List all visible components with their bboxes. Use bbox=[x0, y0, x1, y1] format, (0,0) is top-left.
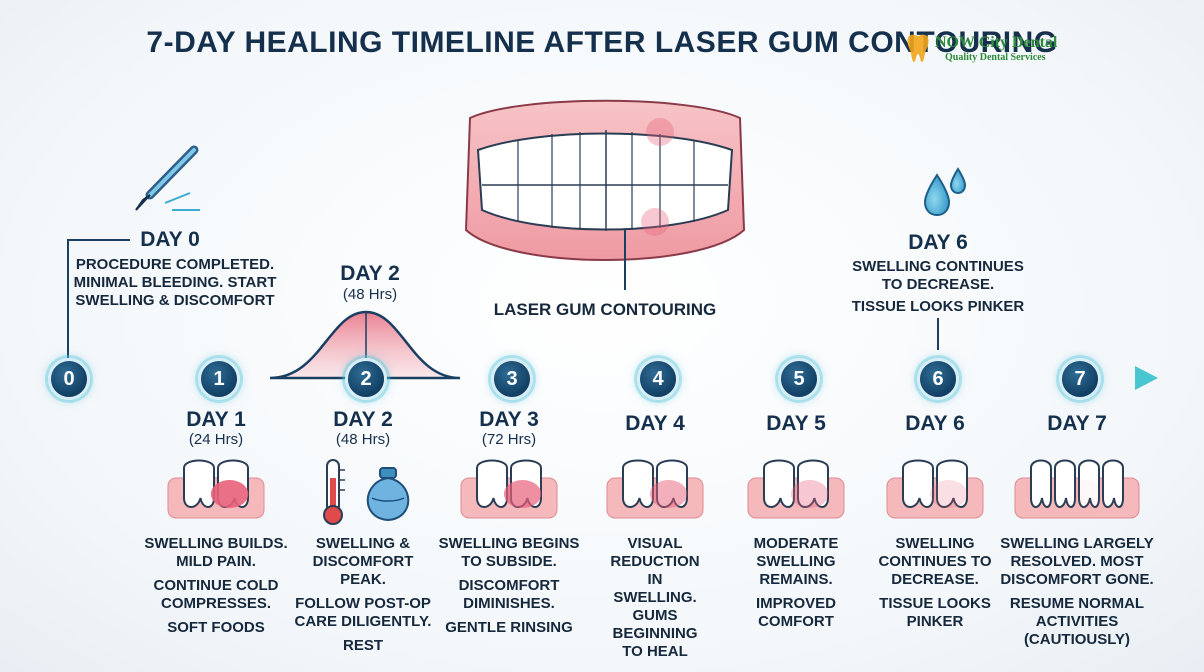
day-hours: (48 Hrs) bbox=[335, 431, 391, 448]
timeline-node-2: 2 bbox=[345, 358, 387, 400]
day6-above-line1: SWELLING CONTINUES TO DECREASE. bbox=[852, 258, 1024, 293]
swelling-highlight bbox=[210, 480, 249, 508]
water-drops-icon bbox=[923, 167, 967, 217]
tooth-icon bbox=[797, 459, 829, 508]
timeline-node-6: 6 bbox=[917, 358, 959, 400]
logo-tagline: Quality Dental Services bbox=[945, 52, 1046, 63]
thermometer-icon bbox=[323, 459, 345, 525]
day-title: DAY 6 bbox=[905, 412, 965, 435]
day-title: DAY 4 bbox=[625, 412, 685, 435]
day2-peak-hours: (48 Hrs) bbox=[342, 286, 398, 303]
timeline-node-4: 4 bbox=[637, 358, 679, 400]
day-description: SWELLING BEGINS TO SUBSIDE. DISCOMFORT DI… bbox=[435, 535, 583, 637]
day-description-line: VISUAL REDUCTION IN SWELLING. GUMS BEGIN… bbox=[610, 535, 700, 660]
tooth-icon bbox=[1054, 459, 1076, 508]
tooth-icon bbox=[476, 459, 508, 508]
ice-pack-icon bbox=[366, 467, 410, 522]
swelling-highlight bbox=[503, 480, 542, 508]
day0-text: PROCEDURE COMPLETED. MINIMAL BLEEDING. S… bbox=[73, 256, 277, 309]
day-title: DAY 1 bbox=[186, 408, 246, 431]
day-description-line: DISCOMFORT DIMINISHES. bbox=[458, 577, 560, 612]
day-title: DAY 2 bbox=[333, 408, 393, 431]
tooth-icon bbox=[936, 459, 968, 508]
day-description: SWELLING CONTINUES TO DECREASE. TISSUE LO… bbox=[870, 535, 1000, 631]
day-description-line: REST bbox=[342, 637, 383, 654]
tooth-icon bbox=[1078, 459, 1100, 508]
day6-above-line2: TISSUE LOOKS PINKER bbox=[851, 298, 1025, 315]
timeline-node-7: 7 bbox=[1059, 358, 1101, 400]
day-description-line: SWELLING CONTINUES TO DECREASE. bbox=[878, 535, 992, 588]
day-description-line: IMPROVED COMFORT bbox=[755, 595, 836, 630]
day-description-line: MODERATE SWELLING REMAINS. bbox=[753, 535, 839, 588]
logo-name: NOW City Dental bbox=[935, 34, 1058, 51]
teeth-icon bbox=[464, 99, 746, 290]
day-description-line: CONTINUE COLD COMPRESSES. bbox=[153, 577, 279, 612]
tooth-icon bbox=[622, 459, 654, 508]
swelling-highlight bbox=[929, 480, 968, 508]
scalpel-icon bbox=[135, 145, 200, 211]
day-hours: (24 Hrs) bbox=[188, 431, 244, 448]
day0-title: DAY 0 bbox=[140, 228, 200, 251]
logo-tooth-icon bbox=[907, 34, 929, 62]
swelling-highlight bbox=[1073, 480, 1100, 508]
timeline-node-5: 5 bbox=[778, 358, 820, 400]
day2-peak-title: DAY 2 bbox=[340, 262, 400, 285]
day-description: VISUAL REDUCTION IN SWELLING. GUMS BEGIN… bbox=[607, 535, 703, 661]
day-description-line: FOLLOW POST-OP CARE DILIGENTLY. bbox=[294, 595, 432, 630]
day-description-line: RESUME NORMAL ACTIVITIES (CAUTIOUSLY) bbox=[1009, 595, 1145, 648]
day-description-line: GENTLE RINSING bbox=[445, 619, 573, 636]
page-title: 7-DAY HEALING TIMELINE AFTER LASER GUM C… bbox=[146, 26, 1058, 59]
swelling-highlight bbox=[790, 480, 829, 508]
timeline-node-3: 3 bbox=[491, 358, 533, 400]
timeline-node-1: 1 bbox=[198, 358, 240, 400]
day-description-line: SWELLING BEGINS TO SUBSIDE. bbox=[438, 535, 580, 570]
tooth-icon bbox=[763, 459, 795, 508]
tooth-icon bbox=[902, 459, 934, 508]
day-description: SWELLING & DISCOMFORT PEAK. FOLLOW POST-O… bbox=[288, 535, 438, 655]
timeline-node-0: 0 bbox=[48, 358, 90, 400]
day-description-line: SWELLING BUILDS. MILD PAIN. bbox=[144, 535, 288, 570]
day-description: SWELLING LARGELY RESOLVED. MOST DISCOMFO… bbox=[997, 535, 1157, 649]
tooth-icon bbox=[1030, 459, 1052, 508]
day-title: DAY 7 bbox=[1047, 412, 1107, 435]
day-description-line: SOFT FOODS bbox=[167, 619, 265, 636]
day-description: MODERATE SWELLING REMAINS. IMPROVED COMFO… bbox=[736, 535, 856, 631]
day-description-line: TISSUE LOOKS PINKER bbox=[879, 595, 991, 630]
day-description: SWELLING BUILDS. MILD PAIN. CONTINUE COLD… bbox=[141, 535, 291, 637]
swelling-highlight bbox=[649, 480, 688, 508]
day-description-line: SWELLING LARGELY RESOLVED. MOST DISCOMFO… bbox=[1000, 535, 1154, 588]
laser-gum-contouring-label: LASER GUM CONTOURING bbox=[493, 300, 717, 319]
day-description-line: SWELLING & DISCOMFORT PEAK. bbox=[312, 535, 414, 588]
tooth-icon bbox=[1102, 459, 1124, 508]
day6-above-title: DAY 6 bbox=[908, 231, 968, 254]
tooth-icon bbox=[183, 459, 215, 508]
day-hours: (72 Hrs) bbox=[481, 431, 537, 448]
day-title: DAY 5 bbox=[766, 412, 826, 435]
day-title: DAY 3 bbox=[479, 408, 539, 431]
